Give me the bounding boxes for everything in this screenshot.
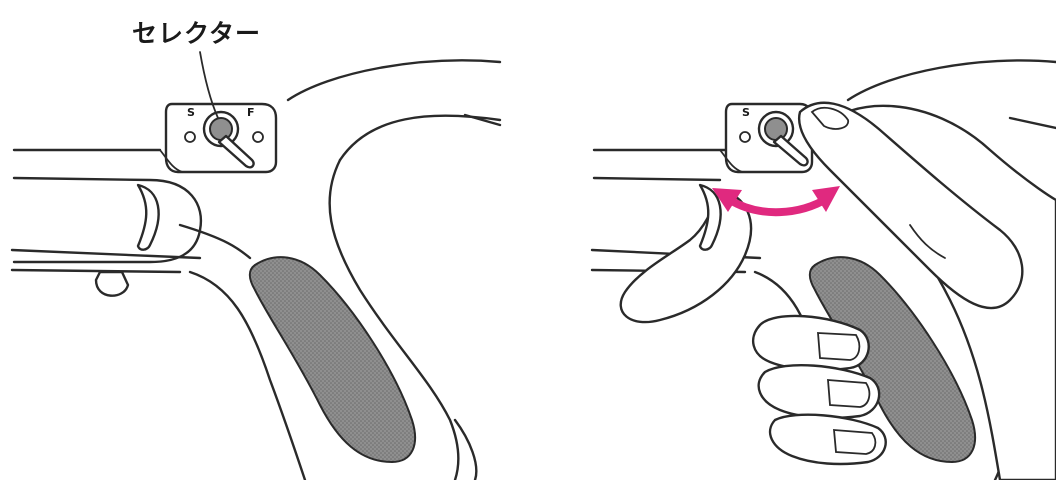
right-panel-gun-grip-with-hand: S (592, 60, 1056, 480)
little-finger (770, 415, 886, 464)
selector-mark-safe: S (187, 106, 195, 119)
left-panel-gun-grip: S F (12, 52, 500, 480)
selector-callout-label: セレクター (132, 14, 261, 50)
selector-switch-left: S F (160, 104, 276, 172)
selector-mark-safe-right: S (742, 106, 750, 119)
selector-switch-right: S (720, 104, 812, 172)
selector-mark-fire: F (247, 106, 255, 119)
trigger (138, 185, 159, 250)
ring-finger (759, 365, 879, 418)
index-finger (621, 190, 751, 322)
trigger-guard-tab (96, 272, 128, 296)
grip-texture-left (250, 257, 415, 462)
